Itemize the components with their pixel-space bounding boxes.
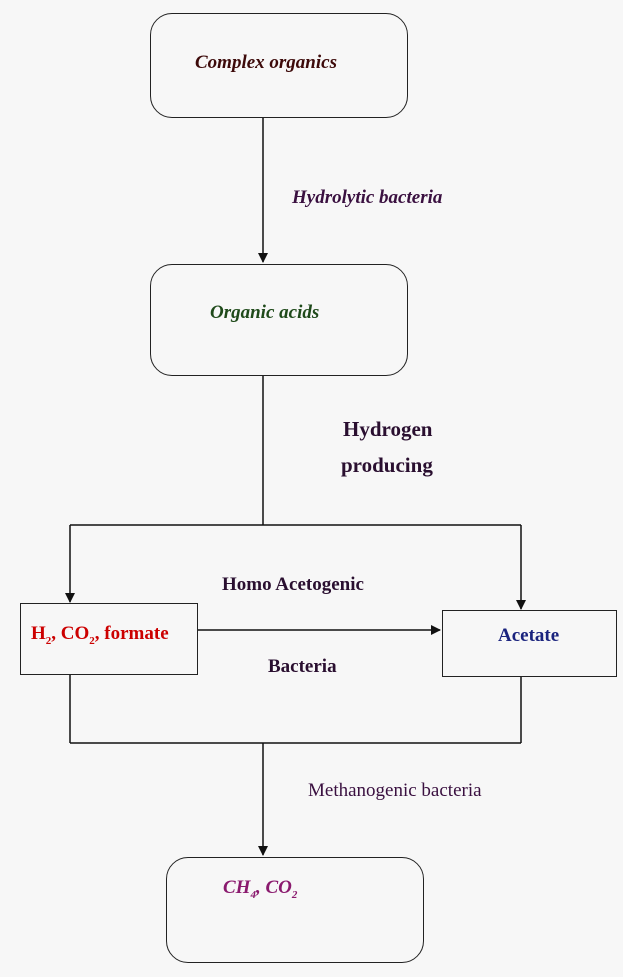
node-ch4-co2 — [166, 857, 424, 963]
label-acetate: Acetate — [498, 625, 560, 646]
label-ch4-co2: CH4, CO2 — [223, 877, 298, 901]
label-producing: producing — [341, 453, 433, 477]
label-organic-acids: Organic acids — [210, 302, 320, 323]
label-complex-organics: Complex organics — [195, 52, 337, 73]
label-h2-co2-formate: H2, CO2, formate — [31, 623, 169, 647]
label-hydrogen: Hydrogen — [343, 417, 433, 441]
label-hydrolytic-bacteria: Hydrolytic bacteria — [292, 187, 443, 208]
label-methanogenic-bacteria: Methanogenic bacteria — [308, 780, 482, 801]
node-acetate — [442, 610, 617, 677]
label-bacteria: Bacteria — [268, 656, 337, 677]
node-organic-acids — [150, 264, 408, 376]
node-complex-organics — [150, 13, 408, 118]
node-h2-co2-formate — [20, 603, 198, 675]
label-homo-acetogenic: Homo Acetogenic — [222, 574, 364, 595]
